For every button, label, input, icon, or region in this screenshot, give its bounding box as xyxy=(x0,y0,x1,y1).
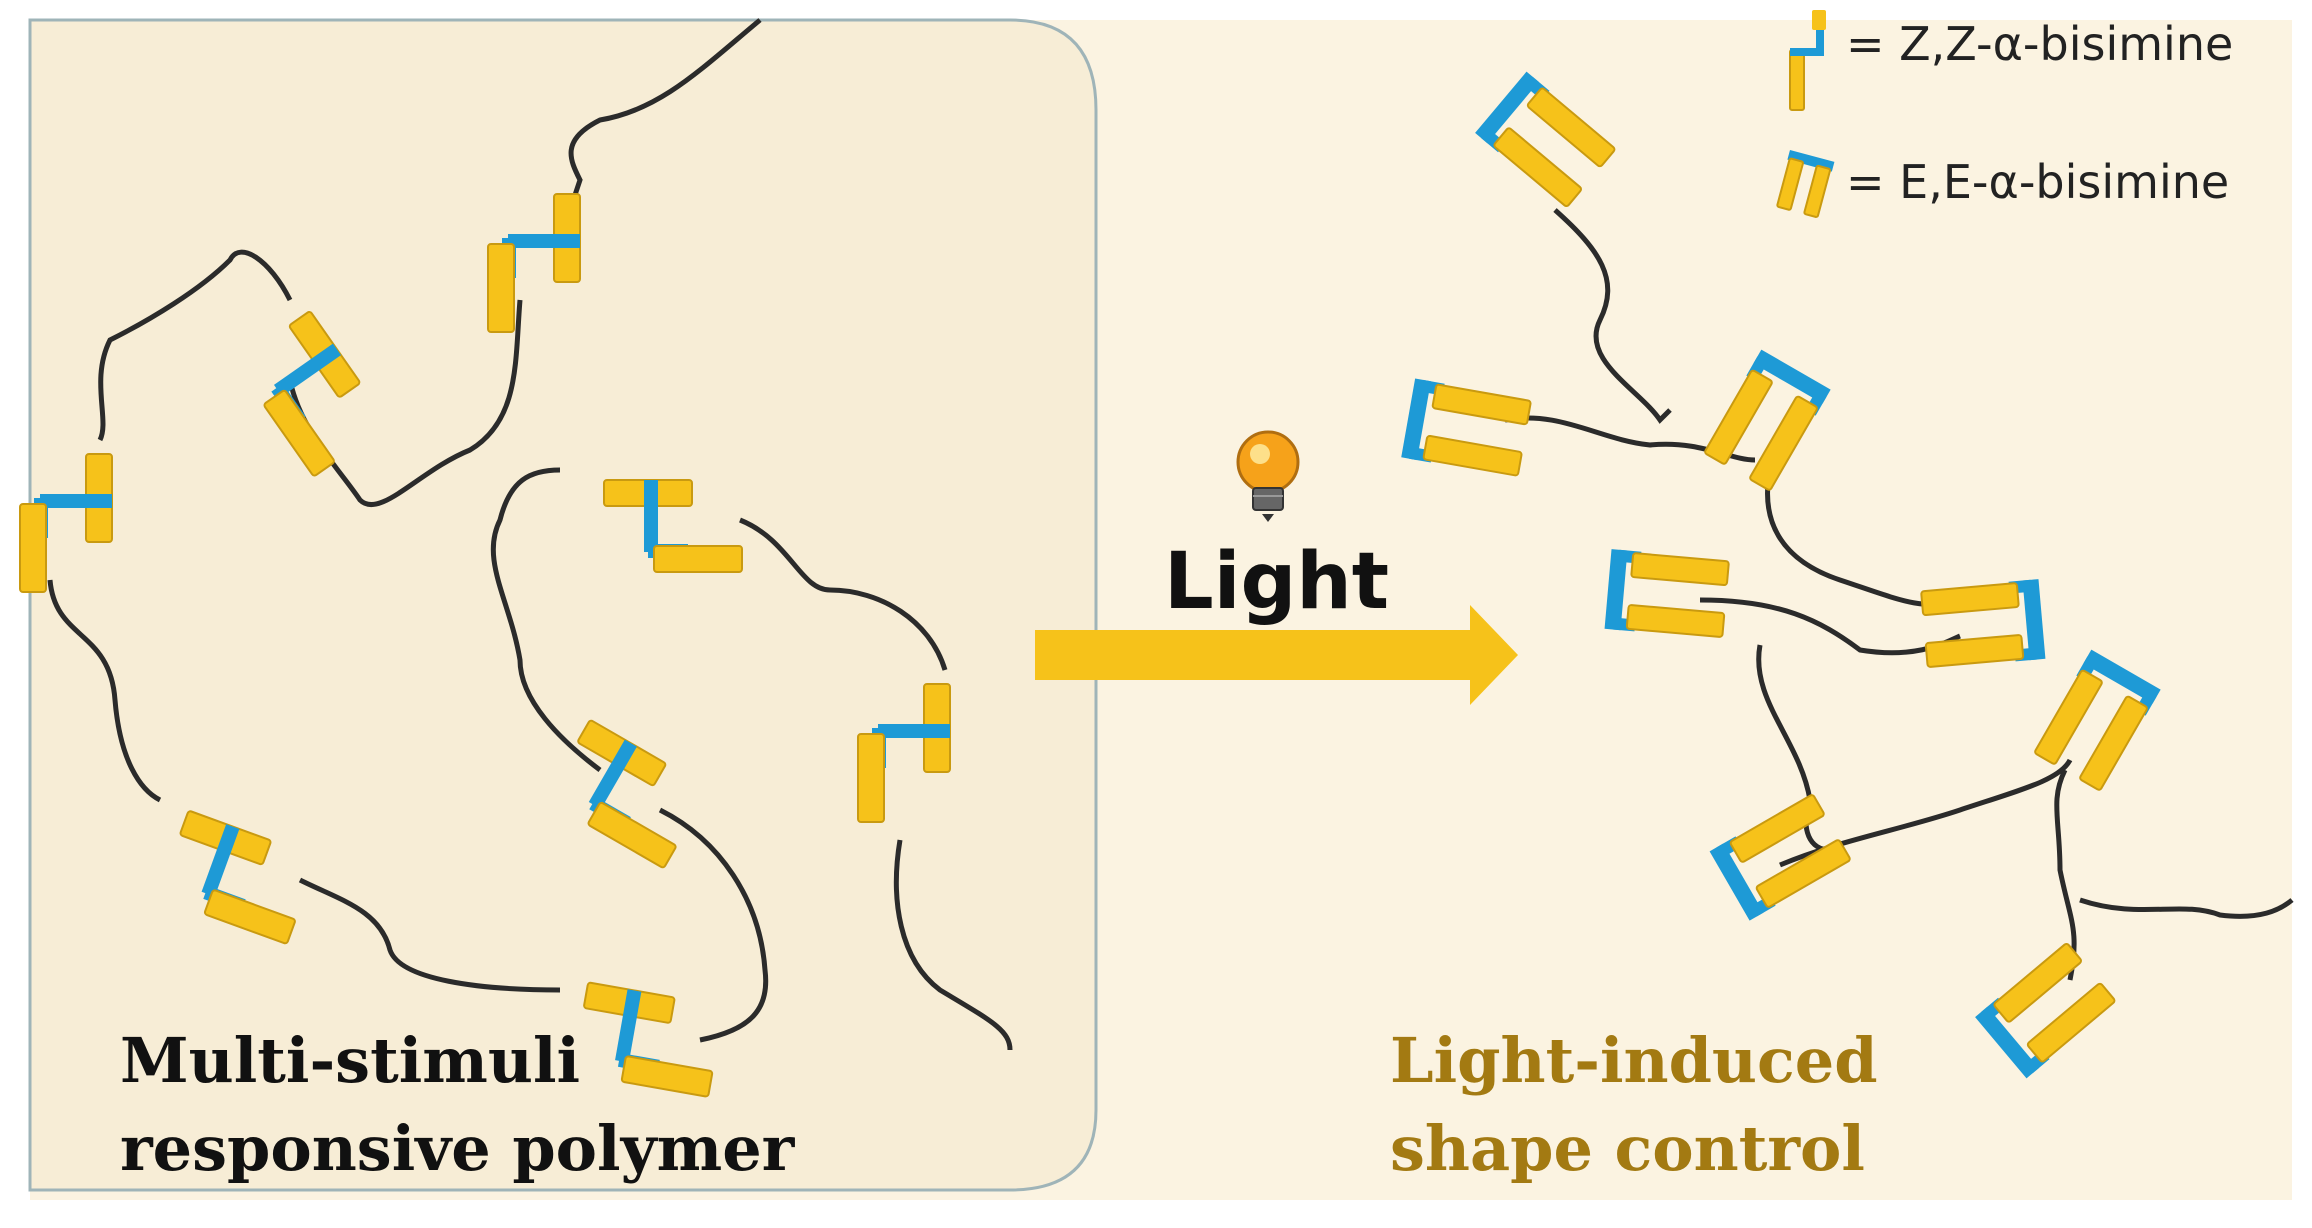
right-panel-title-line2: shape control xyxy=(1390,1112,1865,1185)
coiled-polymer xyxy=(19,18,1013,1098)
legend-ee-label: = E,E-α-bisimine xyxy=(1846,155,2229,209)
reaction-arrow xyxy=(1035,605,1518,705)
legend-ee-icon xyxy=(1776,150,1835,218)
legend-zz-icon xyxy=(1789,10,1826,111)
legend-zz-label: = Z,Z-α-bisimine xyxy=(1846,17,2233,71)
right-panel-title-line1: Light-induced xyxy=(1390,1024,1878,1097)
legend: = Z,Z-α-bisimine = E,E-α-bisimine xyxy=(1776,10,2233,218)
left-panel xyxy=(28,18,1098,1192)
left-panel-title-line2: responsive polymer xyxy=(120,1112,796,1185)
stimulus-label: Light xyxy=(1164,537,1389,627)
shaped-polymer xyxy=(1400,70,2294,1080)
left-panel-title-line1: Multi-stimuli xyxy=(120,1024,580,1097)
light-bulb-icon xyxy=(1236,430,1300,522)
